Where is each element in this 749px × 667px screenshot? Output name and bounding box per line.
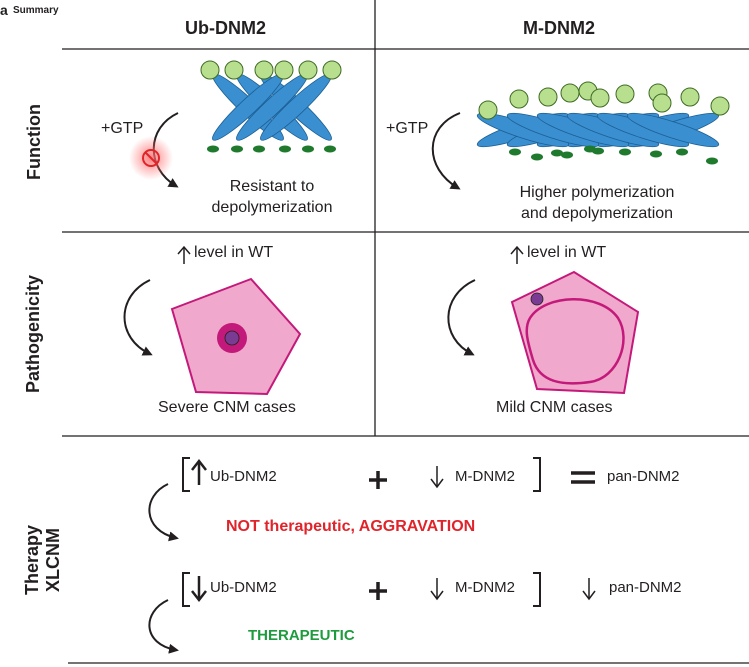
column-header-m: M-DNM2 bbox=[523, 18, 595, 38]
row-label-function: Function bbox=[24, 104, 44, 180]
therapy-row2-down-arrow-bold bbox=[191, 576, 207, 603]
therapy-row1-equals bbox=[571, 471, 595, 484]
up-arrow-icons bbox=[177, 245, 524, 264]
column-header-ub: Ub-DNM2 bbox=[185, 18, 266, 38]
therapy-row2-down-arrow bbox=[430, 578, 444, 601]
m-result: Higher polymerization and depolymerizati… bbox=[492, 182, 702, 224]
m-outcome: Mild CNM cases bbox=[496, 399, 613, 416]
therapy-row1-outcome: NOT therapeutic, AGGRAVATION bbox=[226, 518, 476, 535]
therapy-row1-ub: Ub-DNM2 bbox=[210, 468, 277, 485]
m-gtp-arrow bbox=[431, 112, 461, 190]
m-result-line1: Higher polymerization bbox=[519, 184, 675, 201]
therapy-row1-up-arrow bbox=[191, 458, 207, 485]
therapy-row1-arrow bbox=[148, 483, 179, 542]
m-level-label: level in WT bbox=[527, 244, 607, 261]
panel-letter: a bbox=[0, 2, 8, 18]
m-gtp-label: +GTP bbox=[386, 120, 429, 137]
ub-outcome: Severe CNM cases bbox=[158, 399, 296, 416]
m-patho-arrow bbox=[447, 279, 476, 356]
therapy-row2-brackets bbox=[182, 572, 541, 607]
therapy-row1-pan: pan-DNM2 bbox=[607, 468, 680, 485]
m-cell bbox=[510, 270, 640, 395]
ub-dnm2-polymer bbox=[200, 60, 342, 153]
therapy-row2-arrow bbox=[148, 599, 179, 654]
ub-gtp-label: +GTP bbox=[101, 120, 144, 137]
therapy-row2-outcome: THERAPEUTIC bbox=[248, 627, 355, 644]
ub-result-line1: Resistant to bbox=[229, 178, 315, 195]
therapy-row2-ub: Ub-DNM2 bbox=[210, 579, 277, 596]
therapy-row2-pan: pan-DNM2 bbox=[609, 579, 682, 596]
therapy-row1-m: M-DNM2 bbox=[455, 468, 515, 485]
therapy-row2-plus bbox=[369, 582, 387, 600]
therapy-row2-down-arrow-pan bbox=[582, 578, 596, 601]
grid-lines bbox=[62, 0, 749, 664]
therapy-row1-down-arrow bbox=[430, 466, 444, 489]
therapy-row1-plus bbox=[369, 471, 387, 489]
therapy-row2-m: M-DNM2 bbox=[455, 579, 515, 596]
ub-patho-arrow bbox=[123, 279, 153, 356]
ub-level-label: level in WT bbox=[194, 244, 274, 261]
m-result-line2: and depolymerization bbox=[520, 205, 674, 222]
row-label-pathogenicity: Pathogenicity bbox=[23, 274, 43, 394]
inhibition-icon bbox=[142, 149, 160, 167]
therapy-row1-brackets bbox=[182, 457, 541, 492]
m-dnm2-polymer bbox=[476, 81, 730, 165]
ub-result: Resistant to depolymerization bbox=[197, 176, 347, 218]
ub-result-line2: depolymerization bbox=[211, 199, 333, 216]
ub-cell bbox=[170, 277, 302, 396]
row-label-therapy-line2: XLCNM bbox=[43, 528, 63, 592]
panel-title: Summary bbox=[13, 5, 59, 16]
row-label-therapy-line1: Therapy bbox=[22, 524, 42, 596]
row-label-therapy: Therapy XLCNM bbox=[22, 500, 66, 620]
